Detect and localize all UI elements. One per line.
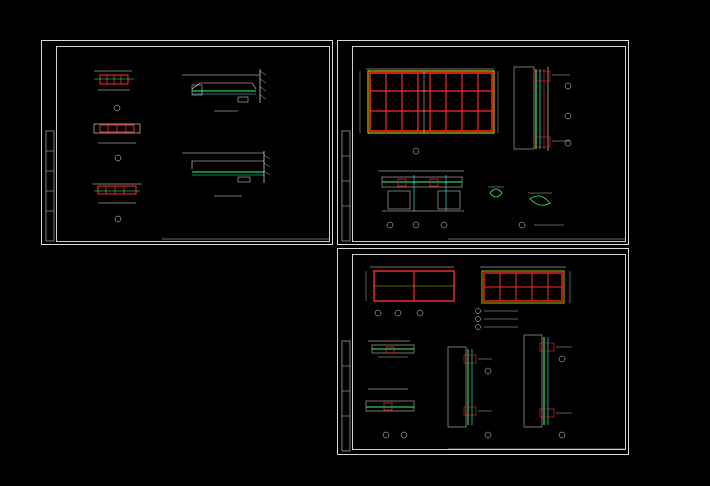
sheet-left-graphics (45, 69, 330, 242)
section-detail-3 (92, 183, 142, 223)
sheet-border-bottom-right (352, 254, 626, 450)
section-detail-b (182, 151, 271, 197)
drawing-sheet-top-right[interactable] (337, 40, 629, 245)
door-elevation (365, 266, 455, 317)
section-detail-left (365, 340, 415, 439)
drawing-sheet-bottom-right[interactable] (337, 248, 629, 455)
sheet-border-top-right (352, 46, 626, 242)
legend-block (475, 308, 518, 330)
sheet-top-right-graphics (341, 66, 626, 242)
window-elevation-small (480, 266, 571, 304)
sheet-bottom-right-graphics (341, 266, 626, 452)
profile-detail-small (488, 186, 564, 229)
window-elevation-large (359, 68, 499, 155)
section-detail-2 (93, 123, 141, 162)
sheet-border-left (56, 46, 330, 242)
section-detail-middle (447, 346, 492, 439)
section-detail-1 (94, 70, 134, 112)
horizontal-section-detail (378, 170, 464, 229)
section-detail-right (523, 334, 572, 439)
section-detail-a (182, 69, 267, 112)
drawing-sheet-left[interactable] (41, 40, 333, 245)
vertical-section-detail (513, 66, 572, 151)
